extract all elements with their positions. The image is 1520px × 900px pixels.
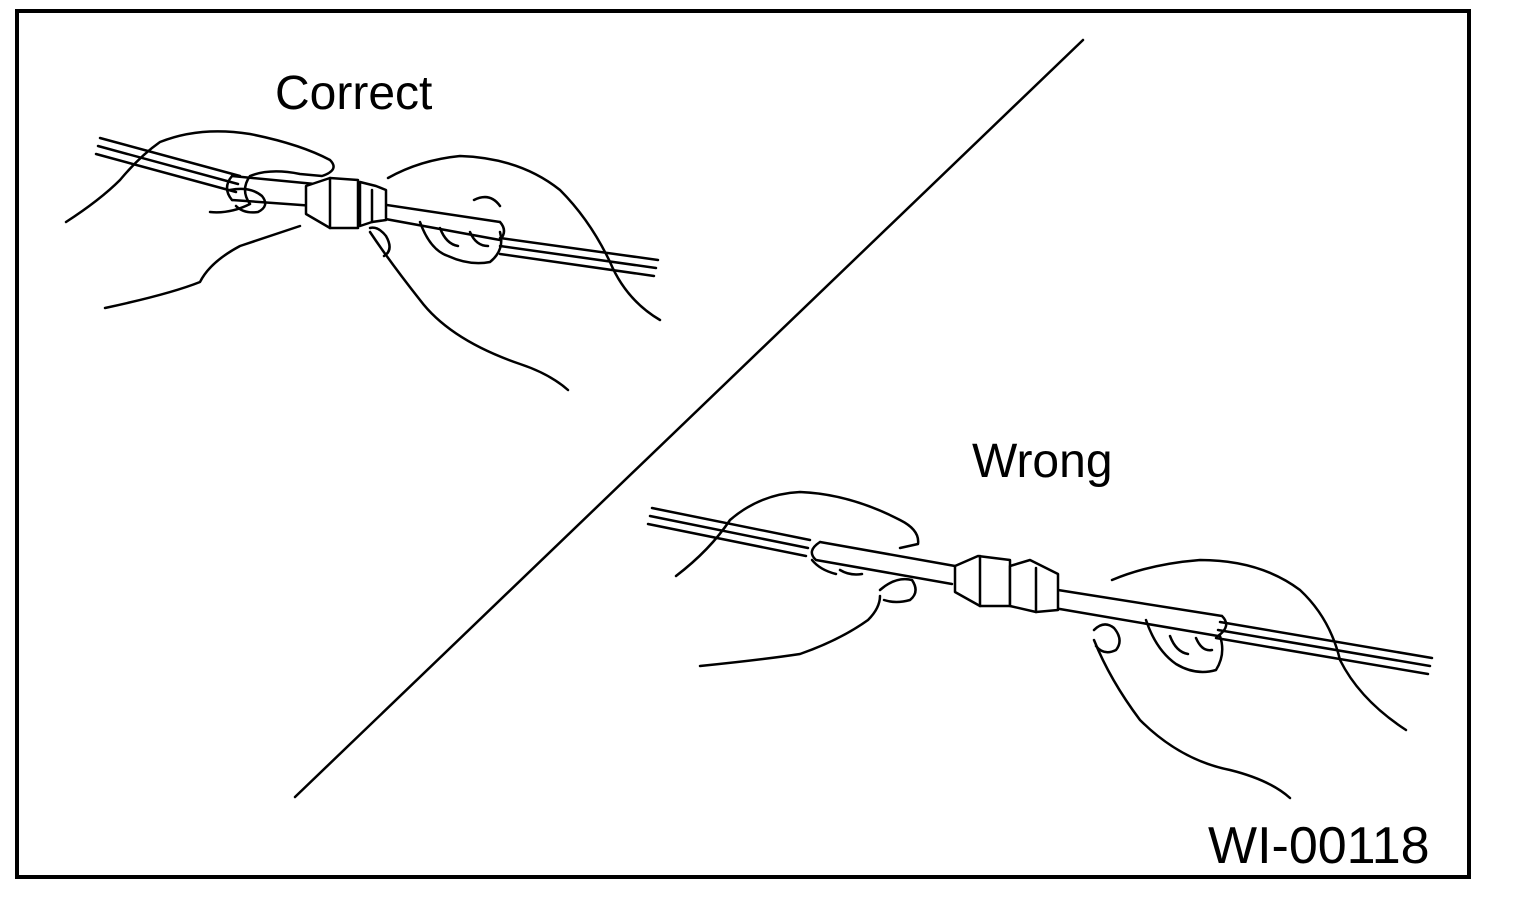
correct-left-thumb [228, 187, 267, 214]
correct-wire-left [94, 136, 242, 194]
correct-harness-left [225, 174, 317, 208]
wrong-left-fingers [810, 558, 864, 576]
wrong-label: Wrong [972, 435, 1113, 488]
wrong-left-hand [674, 490, 920, 668]
wrong-left-thumb [878, 577, 917, 604]
diagonal-divider [293, 38, 1085, 799]
wrong-wire-right [1214, 620, 1434, 676]
correct-illustration [64, 130, 662, 392]
correct-right-hand [368, 154, 662, 392]
figure-frame [15, 9, 1471, 879]
wrong-right-thumb [1092, 623, 1121, 654]
wrong-wire-left [646, 506, 812, 558]
wrong-harness-left [810, 540, 957, 586]
correct-label: Correct [275, 67, 433, 120]
wrong-connector-left [953, 554, 1012, 608]
wrong-harness-right [1052, 588, 1228, 638]
wrong-connector-right [1008, 558, 1060, 614]
wrong-illustration [646, 490, 1434, 800]
correct-wire-right [498, 236, 660, 278]
wrong-right-hand [1092, 558, 1408, 800]
correct-right-fingers [418, 195, 503, 265]
correct-left-hand [64, 130, 335, 310]
wrong-right-fingers [1144, 618, 1224, 674]
figure-id-label: WI-00118 [1208, 817, 1430, 875]
correct-right-thumb [368, 226, 391, 258]
correct-connector-left [304, 176, 360, 230]
correct-connector-right [358, 180, 388, 228]
